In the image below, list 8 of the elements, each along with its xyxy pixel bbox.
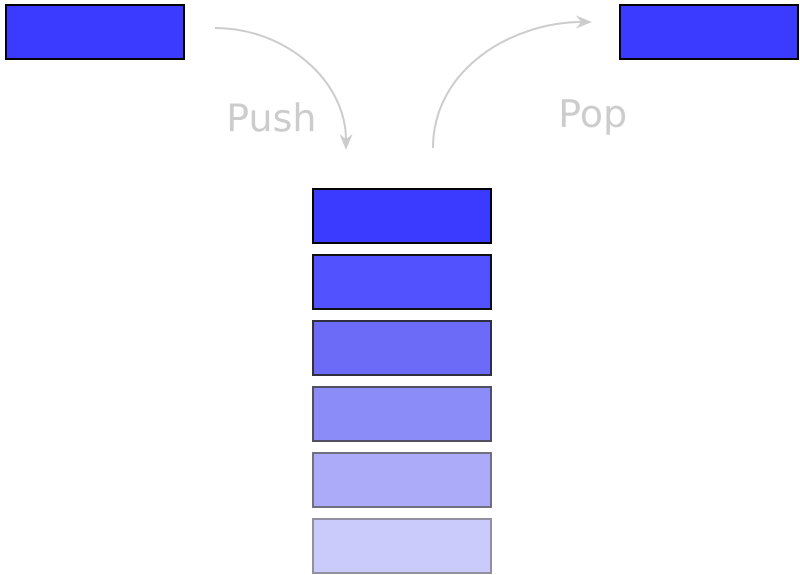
stack-block — [312, 254, 492, 310]
stack-block — [312, 188, 492, 244]
stack-block — [312, 452, 492, 508]
stack-block — [5, 4, 185, 60]
stack-block — [619, 4, 799, 60]
stack-block — [312, 320, 492, 376]
stack-block — [312, 386, 492, 442]
stack-block — [312, 518, 492, 574]
